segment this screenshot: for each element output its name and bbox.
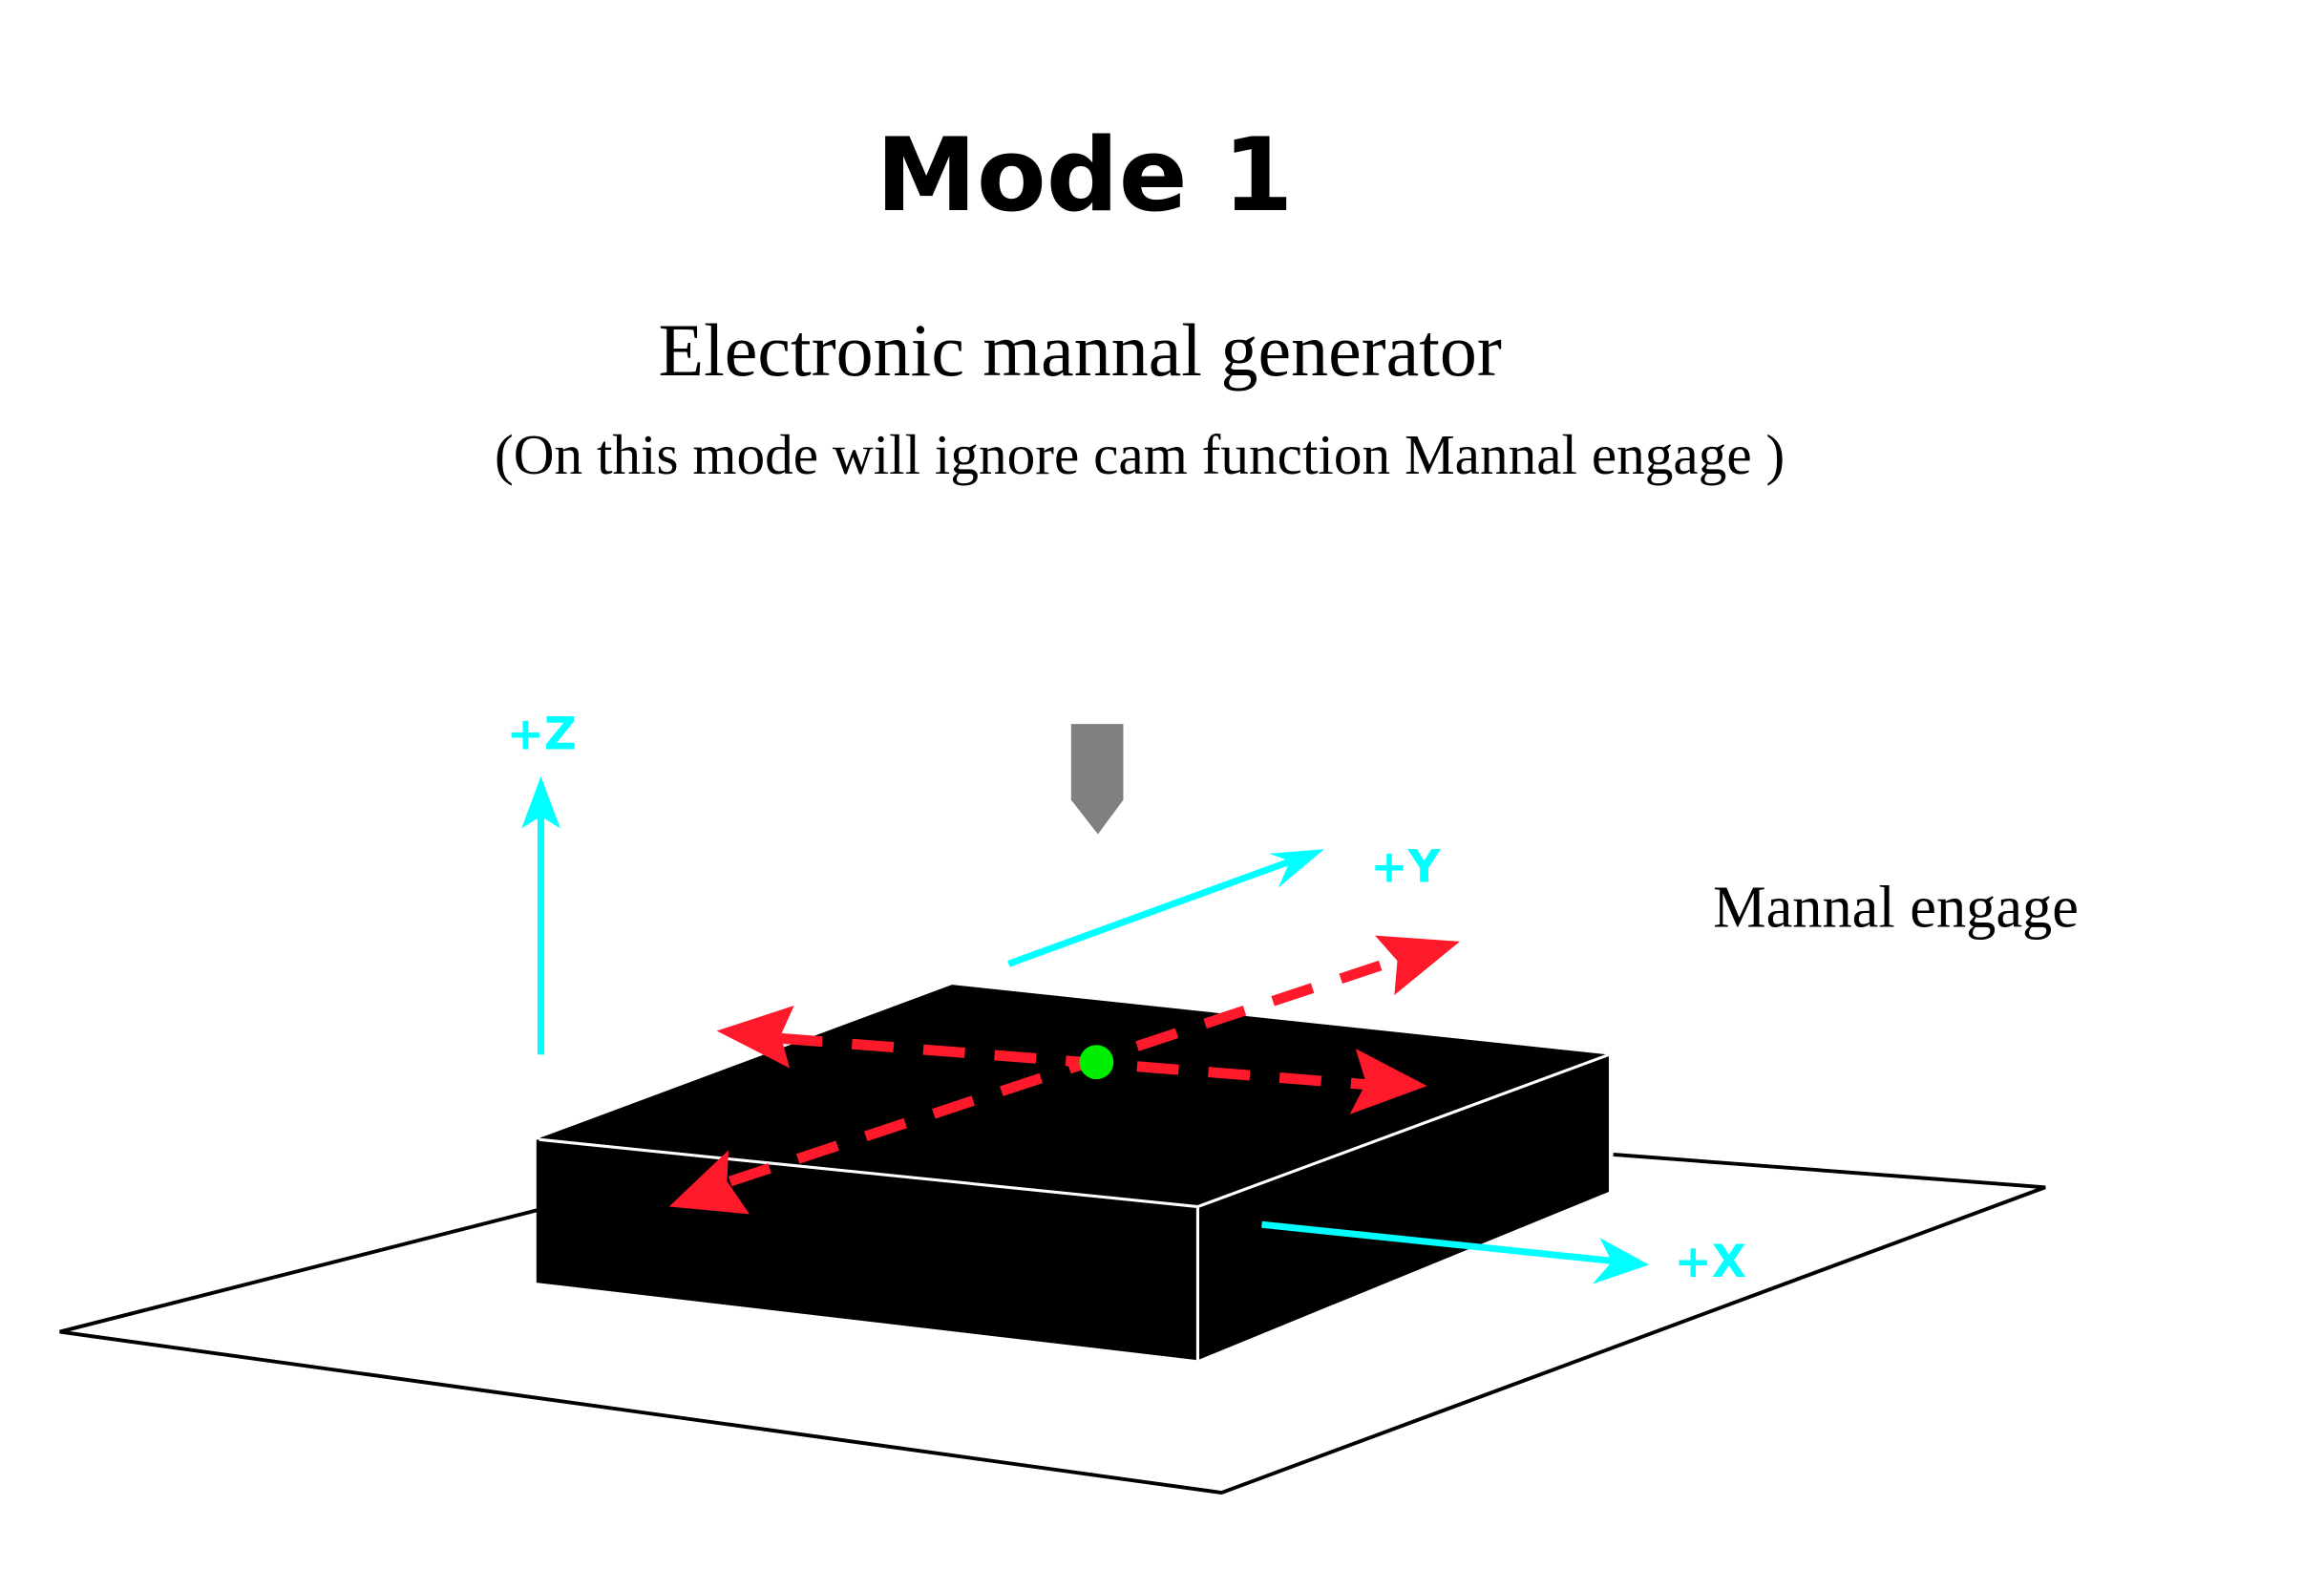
motion-x-positive-arrowhead [1349, 1049, 1427, 1114]
motion-y-positive-arrowhead [1375, 935, 1460, 996]
axis-z-arrowhead [521, 775, 560, 829]
mannal-engage-label: Mannal engage [1713, 874, 2079, 940]
motion-y-dashed-line [728, 952, 1405, 1187]
axis-y-arrowhead [1269, 849, 1325, 888]
page-title: Mode 1 [876, 117, 1293, 235]
axis-x-label: +X [1675, 1237, 1746, 1288]
axis-z-label: +Z [507, 710, 577, 761]
plane-front-edges [59, 1152, 2046, 1496]
cutting-tool-icon [1070, 724, 1124, 835]
axis-y: +Y [1007, 841, 1442, 967]
workpiece-block [536, 985, 1610, 1361]
block-right-face [1197, 1054, 1609, 1361]
axis-x-arrowhead [1592, 1238, 1650, 1284]
ground-plane [59, 1152, 2046, 1496]
mode-note: (On this mode will ignore cam function M… [495, 423, 1785, 486]
motion-y-negative-arrowhead [668, 1150, 750, 1215]
axis-x-line [1261, 1220, 1621, 1265]
axis-x: +X [1261, 1220, 1746, 1288]
subtitle: Electronic mannal generator [659, 309, 1502, 392]
axis-y-line [1007, 855, 1300, 967]
motion-x-negative-arrowhead [716, 1005, 794, 1069]
motion-arrows [668, 935, 1460, 1215]
origin-point [1079, 1045, 1114, 1080]
axis-z: +Z [507, 710, 577, 1055]
axis-y-label: +Y [1370, 841, 1441, 893]
motion-x-dashed-line [780, 1032, 1367, 1091]
